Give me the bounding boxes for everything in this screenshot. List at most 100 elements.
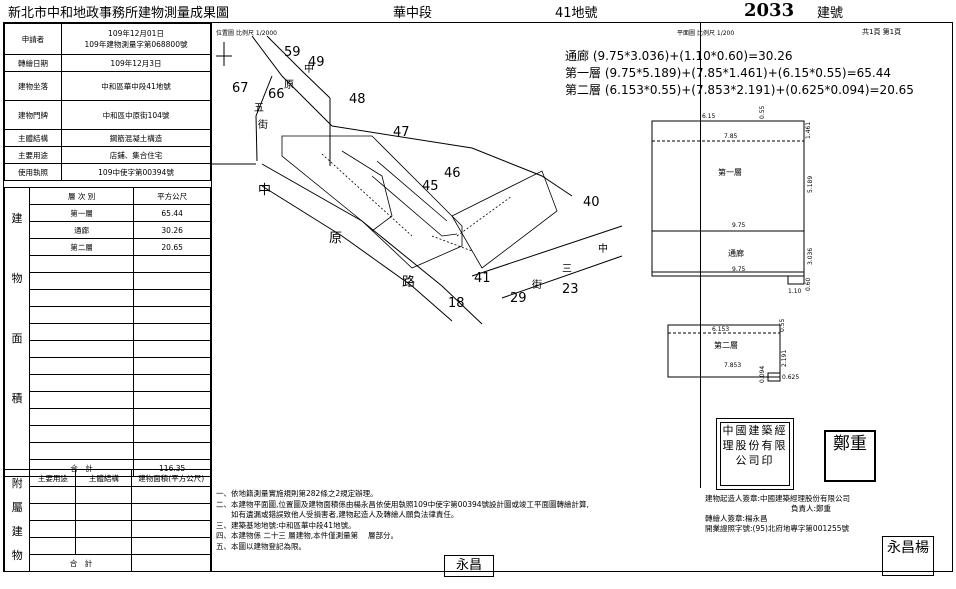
person-seal-stamp: 鄭重 bbox=[824, 430, 876, 482]
corridor-dims: 9.75 3.036 1.10 0.60 bbox=[732, 248, 814, 295]
area-row-layer: 第二層 bbox=[28, 238, 135, 256]
company-seal-text: 中國建築經理股份有限公司印 bbox=[720, 422, 790, 486]
use-label: 主要用途 bbox=[4, 146, 62, 164]
use-value: 店鋪、集合住宅 bbox=[61, 146, 211, 164]
side-char: 屬 bbox=[11, 500, 23, 514]
attached-table: 附 屬 建 物 主要用途 主體結構 建物面積(平方公尺) 合 計 bbox=[3, 469, 211, 572]
document-frame bbox=[3, 22, 953, 572]
lot-number: 49 bbox=[308, 55, 325, 70]
floor2-outline bbox=[667, 324, 781, 382]
street-labels: 中 原 五 街 中 原 路 中 三 街 bbox=[254, 62, 608, 291]
attached-total-label: 合 計 bbox=[29, 554, 133, 572]
scale-value: 1/2000 bbox=[255, 30, 277, 37]
drafter-stamp-large: 永昌楊 bbox=[882, 536, 934, 576]
floor1-dims: 6.15 0.55 7.85 1.461 5.189 9.75 bbox=[702, 105, 814, 229]
note-item: 五、本圖以建物登記為限。 bbox=[216, 541, 306, 551]
formula-floor2: 第二層 (6.153*0.55)+(7.853*2.191)+(0.625*0.… bbox=[565, 83, 914, 97]
notes: 一、依地籍測量實施規則第282條之2規定辦理。 二、本建物平面圖,位置圖及建物面… bbox=[216, 489, 589, 552]
owner-signature: 建物起造人簽章:中國建築經理股份有限公司 bbox=[705, 494, 851, 503]
street-char: 中 bbox=[258, 183, 271, 198]
location-map: 59 49 67 66 48 47 46 45 40 41 18 29 23 中… bbox=[212, 36, 623, 325]
applicant-case: 109年建物測量字第068800號 bbox=[84, 40, 188, 49]
floor-plan: 6.15 0.55 7.85 1.461 5.189 9.75 第一層 通廊 9… bbox=[651, 105, 814, 383]
street-char: 中 bbox=[304, 62, 314, 75]
note-item: 二、本建物平面圖,位置圖及建物面積係由楊永昌依使用執照109中使字第00394號… bbox=[216, 499, 589, 509]
road-lines bbox=[212, 36, 623, 325]
plan-scale-label: 比例尺 bbox=[696, 30, 715, 37]
map-scale: 位置圖 比例尺 1/2000 bbox=[216, 28, 277, 37]
drafter-license: 開業證照字號:(95)北府地專字第001255號 bbox=[705, 524, 850, 533]
transfer-date-label: 轉繪日期 bbox=[4, 54, 62, 72]
attached-side-label: 附 屬 建 物 bbox=[3, 469, 31, 572]
building-number-suffix: 建號 bbox=[817, 6, 844, 21]
street-char: 街 bbox=[532, 278, 542, 291]
formula-floor1: 第一層 (9.75*5.189)+(7.85*1.461)+(6.15*0.55… bbox=[565, 66, 892, 80]
left-divider bbox=[211, 23, 212, 571]
area-row-layer: 第一層 bbox=[28, 204, 135, 222]
dim-label: 2.191 bbox=[781, 350, 788, 367]
dim-label: 0.60 bbox=[805, 277, 812, 291]
street-char: 三 bbox=[562, 264, 572, 275]
page-count: 共1頁 第1頁 bbox=[862, 28, 902, 36]
side-char: 建 bbox=[11, 212, 23, 225]
plan-scale-value: 1/200 bbox=[716, 30, 735, 37]
note-item: 三、建築基地地號:中和區華中段41地號。 bbox=[216, 520, 356, 530]
lot-number: 41地號 bbox=[555, 6, 598, 21]
lot-number: 40 bbox=[583, 195, 600, 210]
door-label: 建物門牌 bbox=[4, 100, 62, 130]
location-label: 建物坐落 bbox=[4, 71, 62, 101]
lot-number: 67 bbox=[232, 81, 249, 96]
street-char: 五 bbox=[254, 103, 264, 114]
floor2-dims: 6.153 0.55 7.853 2.191 0.094 0.625 bbox=[712, 318, 799, 383]
lot-numbers: 59 49 67 66 48 47 46 45 40 41 18 29 23 bbox=[232, 45, 600, 311]
side-char: 建 bbox=[11, 524, 23, 538]
structure-value: 鋼筋混凝土構造 bbox=[61, 129, 211, 147]
drafter-signature: 轉繪人簽章:楊永昌 bbox=[705, 514, 768, 523]
drafter-stamp-small: 永昌 bbox=[444, 555, 494, 577]
lot-number: 18 bbox=[448, 296, 465, 311]
area-row-layer: 通廊 bbox=[28, 221, 135, 239]
floor2-label: 第二層 bbox=[714, 340, 738, 350]
dim-label: 5.189 bbox=[807, 176, 814, 193]
dim-label: 3.036 bbox=[807, 248, 814, 265]
floor1-outline bbox=[651, 120, 805, 285]
lot-number: 23 bbox=[562, 282, 579, 297]
side-char: 積 bbox=[11, 392, 23, 405]
lot-number: 48 bbox=[349, 92, 366, 107]
side-char: 物 bbox=[11, 548, 23, 562]
page-title: 新北市中和地政事務所建物測量成果圖 bbox=[8, 6, 230, 21]
dim-label: 7.85 bbox=[724, 133, 738, 140]
dim-label: 0.55 bbox=[779, 318, 786, 332]
side-char: 附 bbox=[11, 476, 23, 490]
dim-label: 0.094 bbox=[759, 366, 766, 383]
applicant-value: 109年12月01日 109年建物測量字第068800號 bbox=[61, 23, 211, 55]
section-name: 華中段 bbox=[393, 6, 433, 21]
side-char: 面 bbox=[11, 332, 23, 345]
lot-number: 29 bbox=[510, 291, 527, 306]
col-use-header: 主要用途 bbox=[29, 469, 77, 487]
owner-person: 負責人:鄭重 bbox=[791, 504, 832, 513]
formula-corridor: 通廊 (9.75*3.036)+(1.10*0.60)=30.26 bbox=[565, 49, 793, 63]
dim-label: 0.55 bbox=[759, 105, 766, 119]
lot-number: 46 bbox=[444, 166, 461, 181]
lot-number: 66 bbox=[268, 87, 285, 102]
company-seal-stamp: 中國建築經理股份有限公司印 bbox=[716, 418, 794, 490]
dim-label: 6.15 bbox=[702, 113, 716, 120]
area-row-value: 30.26 bbox=[133, 221, 211, 239]
plan-scale: 平面圖 比例尺 1/200 bbox=[677, 28, 734, 37]
license-label: 使用執照 bbox=[4, 163, 62, 181]
dim-label: 0.625 bbox=[782, 374, 799, 381]
north-arrow-icon bbox=[216, 42, 232, 66]
area-row-value: 65.44 bbox=[133, 204, 211, 222]
plan-divider bbox=[700, 23, 701, 488]
location-value: 中和區華中段41地號 bbox=[61, 71, 211, 101]
applicant-date: 109年12月01日 bbox=[108, 29, 164, 38]
col-layer-header: 層 次 別 bbox=[28, 187, 135, 205]
building-number: 2033 bbox=[744, 0, 795, 21]
signature-block: 建物起造人簽章:中國建築經理股份有限公司 負責人:鄭重 轉繪人簽章:楊永昌 開業… bbox=[705, 494, 850, 534]
note-item: 一、依地籍測量實施規則第282條之2規定辦理。 bbox=[216, 489, 378, 498]
lot-number: 59 bbox=[284, 45, 301, 60]
lot-number: 47 bbox=[393, 125, 410, 140]
lot-number: 41 bbox=[474, 271, 491, 286]
